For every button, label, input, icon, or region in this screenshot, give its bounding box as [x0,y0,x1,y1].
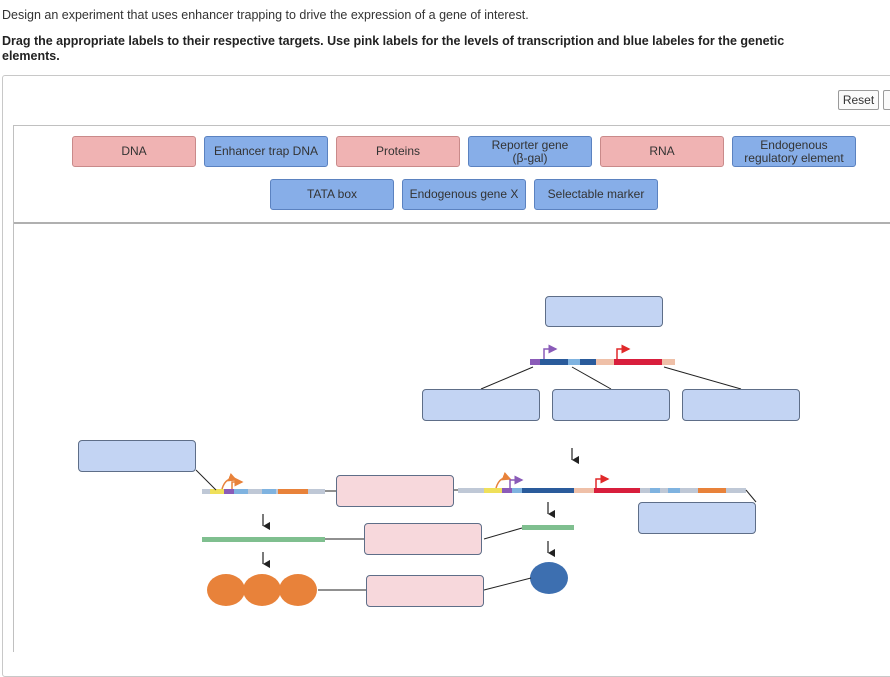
drop-target-protein-level[interactable] [366,575,484,607]
drop-target-enhancer-trap-dna[interactable] [545,296,663,327]
drop-target-dna-level[interactable] [336,475,454,507]
label-enhancer-trap-dna[interactable]: Enhancer trap DNA [204,136,328,167]
label-rna[interactable]: RNA [600,136,724,167]
enhancer-trap-construct [530,344,675,365]
protein-orange-icon [207,574,317,606]
integrated-locus [458,472,746,493]
drop-target-construct-middle[interactable] [552,389,670,421]
drop-target-right-element[interactable] [638,502,756,534]
protein-blue-icon [530,562,568,594]
rna-strand-left [202,537,325,542]
label-dna[interactable]: DNA [72,136,196,167]
instruction-line-1: Design an experiment that uses enhancer … [2,8,529,22]
drop-target-rna-level[interactable] [364,523,482,555]
drop-target-left-element[interactable] [78,440,196,472]
drop-target-construct-right[interactable] [682,389,800,421]
rna-strand-right [522,525,574,530]
label-endogenous-gene-x[interactable]: Endogenous gene X [402,179,526,210]
reset-button[interactable]: Reset [838,90,879,110]
label-selectable-marker[interactable]: Selectable marker [534,179,658,210]
extra-toolbar-button[interactable] [883,90,890,110]
label-proteins[interactable]: Proteins [336,136,460,167]
instruction-line-2: Drag the appropriate labels to their res… [2,34,785,63]
drop-area-border [13,222,14,652]
label-reporter-gene[interactable]: Reporter gene(β-gal) [468,136,592,167]
endogenous-locus [202,473,325,494]
drop-target-construct-left[interactable] [422,389,540,421]
label-tata-box[interactable]: TATA box [270,179,394,210]
enhancer-trap-diagram [195,344,757,606]
